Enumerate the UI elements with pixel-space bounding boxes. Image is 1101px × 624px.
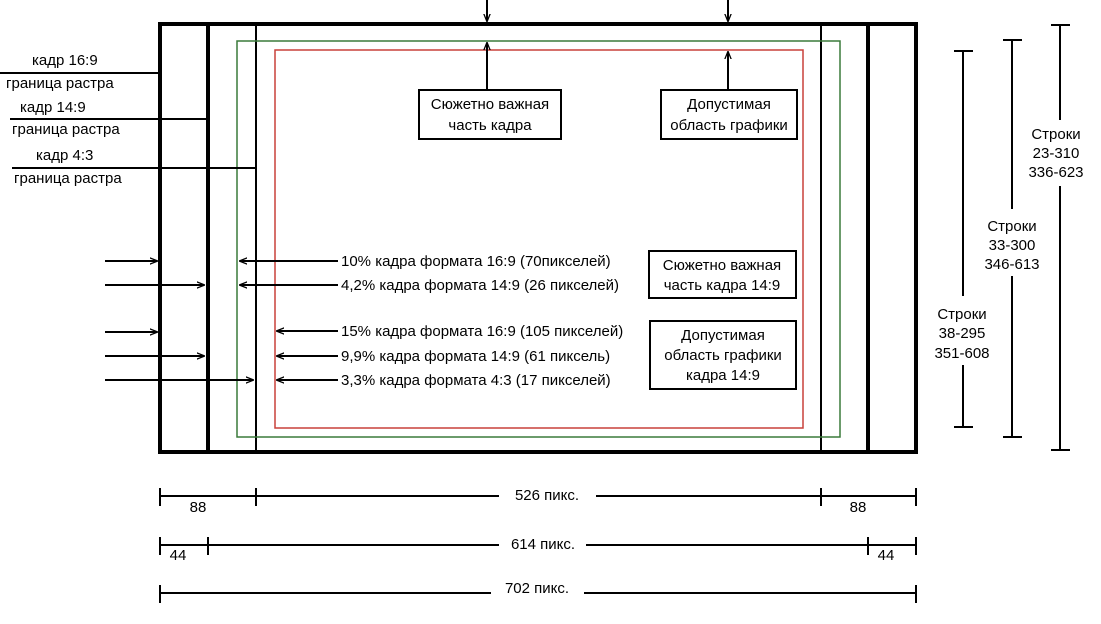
margin-note-text: 15% кадра формата 16:9 (105 пикселей) (341, 323, 623, 340)
dimension-left-label: 44 (170, 547, 187, 564)
callout-box (418, 89, 562, 140)
dimension-center-label: 702 пикс. (505, 580, 569, 597)
frame-label-14-9: кадр 14:9 граница растра (10, 99, 208, 138)
range-title: Строки (937, 306, 986, 323)
frame-label-sub: граница растра (14, 170, 122, 187)
callout-line: часть кадра (448, 117, 532, 134)
callout-safe-action-14-9: Сюжетно важная часть кадра 14:9 (648, 250, 797, 299)
callout-line: Сюжетно важная (663, 257, 781, 274)
margin-note-text: 9,9% кадра формата 14:9 (61 пиксель) (341, 348, 610, 365)
margin-note-text: 3,3% кадра формата 4:3 (17 пикселей) (341, 372, 611, 389)
dimension-right-label: 88 (850, 499, 867, 516)
callout-safe-graphics-14-9: Допустимая область графики кадра 14:9 (649, 320, 797, 390)
line-range-middle: Строки 33-300 346-613 (984, 39, 1040, 438)
callout-box (660, 89, 798, 140)
frame-label-name: кадр 16:9 (32, 52, 98, 69)
range-values: 346-613 (984, 256, 1039, 273)
callout-safe-graphics: Допустимая область графики (660, 52, 798, 140)
range-title: Строки (987, 218, 1036, 235)
callout-line: кадра 14:9 (686, 367, 760, 384)
callout-line: Сюжетно важная (431, 96, 549, 113)
dimension-right-label: 44 (878, 547, 895, 564)
safe-action-area (236, 40, 841, 438)
frame-label-sub: граница растра (12, 121, 120, 138)
callout-line: область графики (664, 347, 782, 364)
dimension-row-526: 526 пикс. 88 88 (159, 487, 917, 516)
frame-label-name: кадр 4:3 (36, 147, 93, 164)
frame-label-name: кадр 14:9 (20, 99, 86, 116)
frame-label-16-9: кадр 16:9 граница растра (0, 52, 160, 92)
margin-note-2: 4,2% кадра формата 14:9 (26 пикселей) (105, 277, 619, 294)
margin-note-5: 3,3% кадра формата 4:3 (17 пикселей) (105, 372, 611, 389)
range-values: 33-300 (989, 237, 1036, 254)
margin-note-4: 9,9% кадра формата 14:9 (61 пиксель) (105, 348, 610, 365)
dimension-row-614: 614 пикс. 44 44 (159, 536, 917, 564)
line-range-inner: Строки 38-295 351-608 (934, 50, 990, 428)
dimension-center-label: 614 пикс. (511, 536, 575, 553)
margin-note-text: 10% кадра формата 16:9 (70пикселей) (341, 253, 611, 270)
callout-line: область графики (670, 117, 788, 134)
range-values: 336-623 (1028, 164, 1083, 181)
margin-note-text: 4,2% кадра формата 14:9 (26 пикселей) (341, 277, 619, 294)
margin-note-3: 15% кадра формата 16:9 (105 пикселей) (105, 323, 623, 340)
frame-label-sub: граница растра (6, 75, 114, 92)
range-values: 23-310 (1033, 145, 1080, 162)
callout-box (648, 250, 797, 299)
callout-line: часть кадра 14:9 (664, 277, 781, 294)
margin-note-1: 10% кадра формата 16:9 (70пикселей) (105, 253, 611, 270)
safe-title-area (274, 49, 804, 429)
range-values: 351-608 (934, 345, 989, 362)
callout-line: Допустимая (687, 96, 771, 113)
dimension-center-label: 526 пикс. (515, 487, 579, 504)
callout-line: Допустимая (681, 327, 765, 344)
frame-16-9-raster-border (158, 22, 918, 454)
range-values: 38-295 (939, 325, 986, 342)
dimension-left-label: 88 (190, 499, 207, 516)
frame-label-4-3: кадр 4:3 граница растра (12, 147, 256, 187)
callout-box (649, 320, 797, 390)
line-range-outer: Строки 23-310 336-623 (1028, 24, 1084, 451)
range-title: Строки (1031, 126, 1080, 143)
dimension-row-702: 702 пикс. (159, 580, 917, 603)
callout-safe-action: Сюжетно важная часть кадра (418, 43, 562, 140)
